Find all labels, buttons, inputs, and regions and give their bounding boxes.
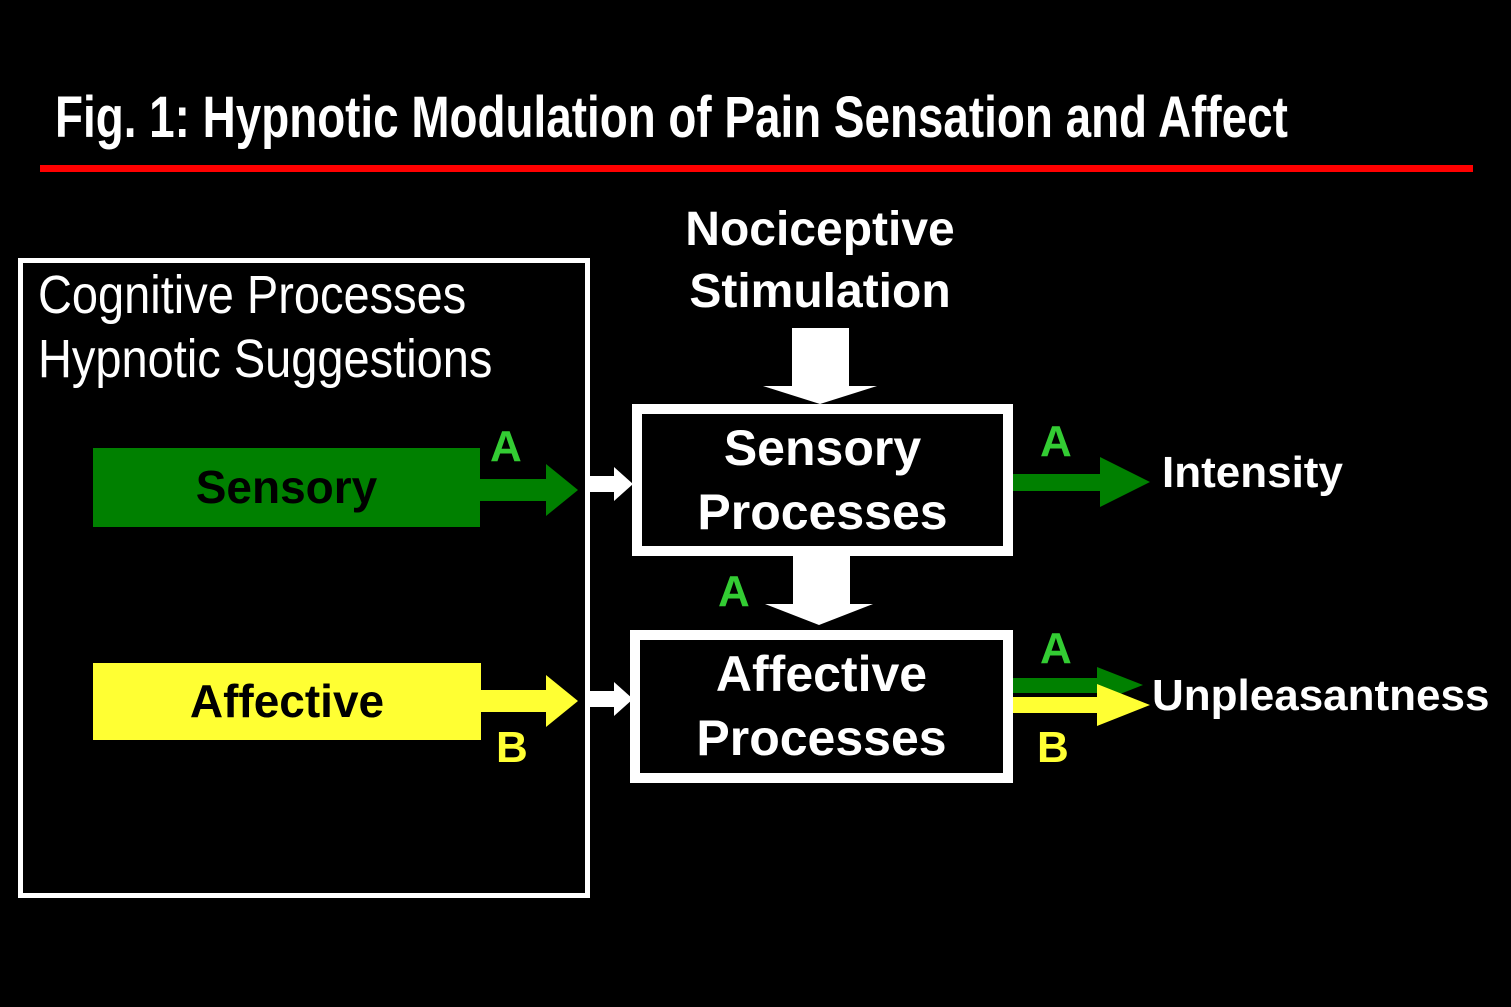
sensory-to-affective-arrowhead-icon xyxy=(765,604,873,625)
affective-yellow-arrow-icon xyxy=(478,690,546,712)
nociceptive-label-line2: Stimulation xyxy=(689,265,951,318)
sensory-green-arrow-icon xyxy=(478,479,546,501)
affective-bar-label: Affective xyxy=(189,675,385,727)
sensory-bar-label: Sensory xyxy=(195,461,378,513)
affective-output-label-a: A xyxy=(1040,624,1072,673)
cognitive-panel-heading: Cognitive Processes Hypnotic Suggestions xyxy=(38,263,492,391)
intensity-arrowhead-icon xyxy=(1100,457,1150,507)
affective-arrow-label-b: B xyxy=(496,723,528,772)
affective-processes-line1: Affective xyxy=(715,646,928,702)
sensory-green-arrowhead-icon xyxy=(546,464,578,516)
sensory-processes-box: Sensory Processes xyxy=(632,404,1013,556)
cognitive-panel xyxy=(18,258,590,898)
unpleasantness-yellow-arrow-icon xyxy=(1013,697,1097,713)
affective-output-label-b: B xyxy=(1037,723,1069,772)
sensory-to-affective-arrow-icon xyxy=(793,553,850,605)
input-arrow-to-sensory-icon xyxy=(588,476,614,492)
unpleasantness-label: Unpleasantness xyxy=(1152,671,1490,720)
cognitive-heading-line2: Hypnotic Suggestions xyxy=(38,329,493,389)
interbox-arrow-label-a: A xyxy=(718,567,750,616)
affective-yellow-arrowhead-icon xyxy=(546,675,578,727)
sensory-processes-line1: Sensory xyxy=(723,420,922,476)
input-arrowhead-to-sensory-icon xyxy=(614,467,633,501)
sensory-bar: Sensory xyxy=(93,448,480,527)
input-arrowhead-to-affective-icon xyxy=(614,682,633,716)
nociceptive-label-line1: Nociceptive xyxy=(685,203,955,256)
sensory-output-label-a: A xyxy=(1040,417,1072,466)
intensity-label: Intensity xyxy=(1162,448,1343,497)
unpleasantness-yellow-arrowhead-icon xyxy=(1097,684,1150,726)
affective-processes-box: Affective Processes xyxy=(630,630,1013,783)
sensory-arrow-label-a: A xyxy=(490,422,522,471)
unpleasantness-green-arrow-icon xyxy=(1013,678,1097,693)
nociceptive-down-arrow-icon xyxy=(792,328,849,388)
nociceptive-stimulation-label: Nociceptive Stimulation xyxy=(655,199,985,323)
intensity-arrow-icon xyxy=(1013,474,1100,491)
input-arrow-to-affective-icon xyxy=(588,691,614,707)
sensory-processes-line2: Processes xyxy=(697,484,948,540)
affective-processes-line2: Processes xyxy=(696,710,947,766)
title-underline xyxy=(40,165,1473,172)
affective-bar: Affective xyxy=(93,663,481,740)
cognitive-heading-line1: Cognitive Processes xyxy=(38,265,467,325)
nociceptive-down-arrowhead-icon xyxy=(763,386,877,404)
page-title: Fig. 1: Hypnotic Modulation of Pain Sens… xyxy=(55,85,1288,150)
